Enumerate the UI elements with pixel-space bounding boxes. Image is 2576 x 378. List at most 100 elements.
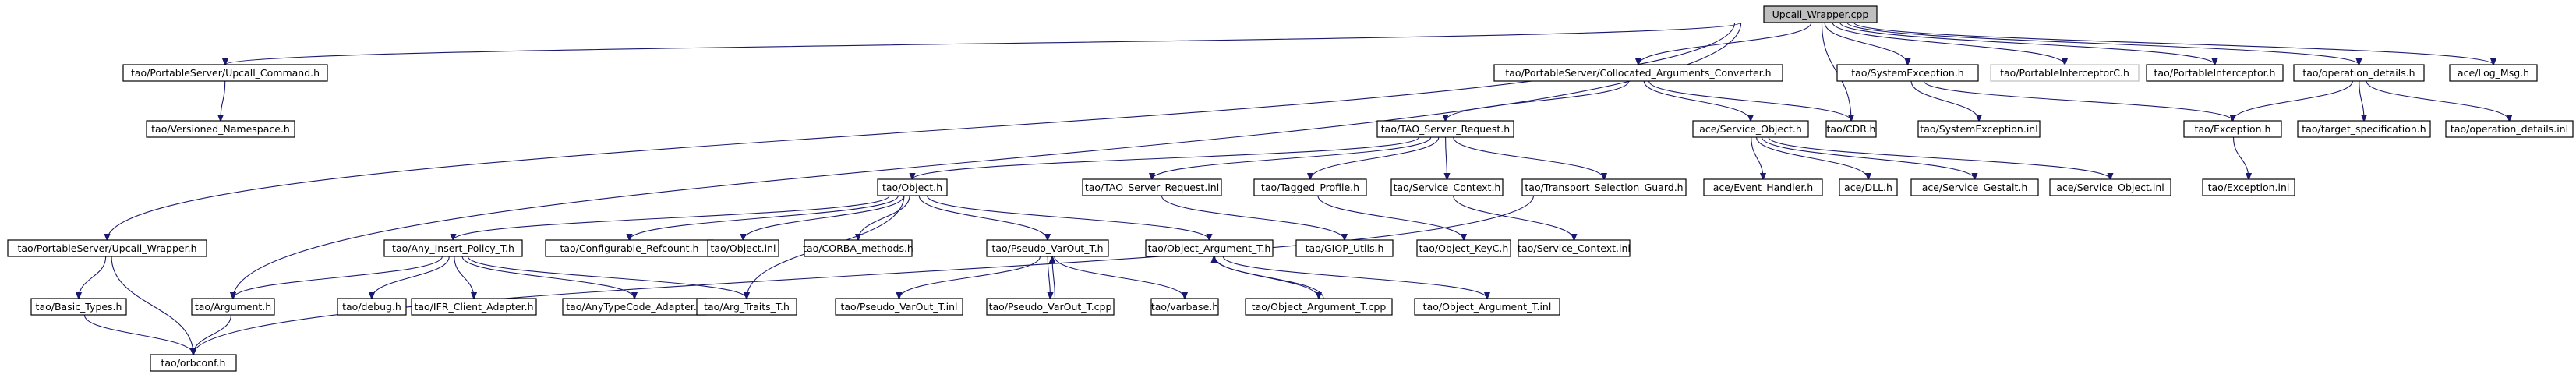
- node-tao-argument-h[interactable]: tao/Argument.h: [191, 298, 275, 316]
- node-tao-arg-traits-t-h[interactable]: tao/Arg_Traits_T.h: [696, 298, 797, 316]
- node-tao-service-context-h[interactable]: tao/Service_Context.h: [1390, 178, 1504, 196]
- node-tao-transport-selection-guard-h[interactable]: tao/Transport_Selection_Guard.h: [1521, 178, 1687, 196]
- node-tao-object-argument-t-cpp[interactable]: tao/Object_Argument_T.cpp: [1245, 298, 1393, 316]
- node-box: [1390, 178, 1504, 196]
- node-tao-portableinterceptorc-h[interactable]: tao/PortableInterceptorC.h: [1990, 64, 2140, 82]
- node-tao-exception-h[interactable]: tao/Exception.h: [2183, 120, 2282, 138]
- edge-tao-object-h-to-tao-pseudo-varout-t-h: [918, 195, 1048, 240]
- edge-tao-tao-server-request-h-to-tao-tao-server-request-inl: [1152, 136, 1432, 179]
- node-box: [2183, 120, 2282, 138]
- node-tao-service-context-inl[interactable]: tao/Service_Context.inl: [1518, 239, 1631, 257]
- node-tao-versioned-namespace-h[interactable]: tao/Versioned_Namespace.h: [146, 120, 295, 138]
- node-ace-dll-h[interactable]: ace/DLL.h: [1839, 178, 1898, 196]
- node-box: [804, 239, 913, 257]
- node-box: [986, 298, 1115, 316]
- node-tao-tao-server-request-inl[interactable]: tao/TAO_Server_Request.inl: [1082, 178, 1222, 196]
- edge-tao-pseudo-varout-t-h-to-tao-pseudo-varout-t-cpp: [1048, 256, 1050, 299]
- node-label: tao/Pseudo_VarOut_T.inl: [841, 301, 958, 313]
- node-label: tao/Configurable_Refcount.h: [560, 242, 699, 254]
- node-label: ace/Service_Gestalt.h: [1922, 182, 2028, 193]
- node-label: tao/Object.h: [882, 182, 942, 193]
- node-label: tao/debug.h: [342, 301, 401, 313]
- node-label: tao/operation_details.h: [2302, 67, 2415, 79]
- node-tao-systemexception-inl[interactable]: tao/SystemException.inl: [1917, 120, 2041, 138]
- node-tao-systemexception-h[interactable]: tao/SystemException.h: [1836, 64, 1979, 82]
- edge-tao-tao-server-request-h-to-tao-service-context-h: [1446, 136, 1447, 179]
- node-box: [2202, 178, 2295, 196]
- node-tao-orbconf-h[interactable]: tao/orbconf.h: [150, 354, 237, 372]
- node-box: [1763, 5, 1878, 23]
- node-tao-object-h[interactable]: tao/Object.h: [877, 178, 948, 196]
- node-tao-pseudo-varout-t-inl[interactable]: tao/Pseudo_VarOut_T.inl: [835, 298, 963, 316]
- node-label: tao/Argument.h: [195, 301, 271, 313]
- node-label: tao/Versioned_Namespace.h: [151, 123, 290, 135]
- node-box: [707, 239, 779, 257]
- edge-tao-transport-selection-guard-h-to-tao-orbconf-h: [193, 195, 1535, 355]
- node-tao-exception-inl[interactable]: tao/Exception.inl: [2202, 178, 2295, 196]
- node-label: ace/Service_Object.h: [1699, 123, 1802, 135]
- node-box: [2146, 64, 2284, 82]
- edge-tao-operation-details-h-to-tao-exception-h: [2233, 80, 2353, 121]
- node-box: [835, 298, 963, 316]
- node-label: Upcall_Wrapper.cpp: [1772, 9, 1869, 20]
- node-tao-portableserver-upcall-wrapper-h[interactable]: tao/PortableServer/Upcall_Wrapper.h: [7, 239, 207, 257]
- node-ace-service-object-inl[interactable]: ace/Service_Object.inl: [2049, 178, 2171, 196]
- node-upcall-wrapper-cpp[interactable]: Upcall_Wrapper.cpp: [1763, 5, 1878, 23]
- node-box: [1416, 239, 1511, 257]
- node-tao-portableserver-collocated-arguments-converter-h[interactable]: tao/PortableServer/Collocated_Arguments_…: [1493, 64, 1783, 82]
- node-ace-service-gestalt-h[interactable]: ace/Service_Gestalt.h: [1910, 178, 2039, 196]
- node-label: tao/PortableInterceptorC.h: [2000, 67, 2129, 79]
- node-tao-operation-details-inl[interactable]: tao/operation_details.inl: [2445, 120, 2574, 138]
- node-tao-basic-types-h[interactable]: tao/Basic_Types.h: [30, 298, 127, 316]
- node-label: tao/operation_details.inl: [2451, 123, 2568, 135]
- node-box: [2297, 120, 2431, 138]
- node-box: [30, 298, 127, 316]
- edge-upcall-wrapper-cpp-to-tao-portableinterceptorc-h: [1832, 22, 2065, 65]
- node-box: [411, 298, 537, 316]
- node-tao-pseudo-varout-t-cpp[interactable]: tao/Pseudo_VarOut_T.cpp: [986, 298, 1115, 316]
- node-box: [150, 354, 237, 372]
- node-tao-operation-details-h[interactable]: tao/operation_details.h: [2293, 64, 2425, 82]
- edge-upcall-wrapper-cpp-to-tao-portableserver-upcall-command-h: [225, 22, 1741, 65]
- node-tao-any-insert-policy-t-h[interactable]: tao/Any_Insert_Policy_T.h: [383, 239, 523, 257]
- node-tao-tagged-profile-h[interactable]: tao/Tagged_Profile.h: [1253, 178, 1367, 196]
- node-tao-object-argument-t-h[interactable]: tao/Object_Argument_T.h: [1145, 239, 1274, 257]
- node-ace-event-handler-h[interactable]: ace/Event_Handler.h: [1703, 178, 1823, 196]
- node-tao-pseudo-varout-t-h[interactable]: tao/Pseudo_VarOut_T.h: [986, 239, 1109, 257]
- node-tao-configurable-refcount-h[interactable]: tao/Configurable_Refcount.h: [545, 239, 714, 257]
- node-label: tao/PortableServer/Upcall_Command.h: [131, 67, 320, 79]
- node-box: [1521, 178, 1687, 196]
- node-box: [2293, 64, 2425, 82]
- edge-tao-pseudo-varout-t-h-to-tao-pseudo-varout-t-inl: [899, 256, 1041, 299]
- node-label: tao/Exception.h: [2195, 123, 2271, 135]
- node-tao-portableinterceptor-h[interactable]: tao/PortableInterceptor.h: [2146, 64, 2284, 82]
- node-box: [1376, 120, 1514, 138]
- node-tao-object-inl[interactable]: tao/Object.inl: [707, 239, 779, 257]
- node-label: tao/SystemException.h: [1851, 67, 1963, 79]
- node-box: [1917, 120, 2041, 138]
- edge-ace-service-object-h-to-ace-service-gestalt-h: [1761, 136, 1974, 179]
- node-label: tao/Pseudo_VarOut_T.h: [991, 242, 1103, 254]
- node-tao-object-keyc-h[interactable]: tao/Object_KeyC.h: [1416, 239, 1511, 257]
- edge-tao-tagged-profile-h-to-tao-object-keyc-h: [1317, 195, 1464, 240]
- node-ace-service-object-h[interactable]: ace/Service_Object.h: [1692, 120, 1809, 138]
- node-tao-object-argument-t-inl[interactable]: tao/Object_Argument_T.inl: [1414, 298, 1560, 316]
- node-ace-log-msg-h[interactable]: ace/Log_Msg.h: [2449, 64, 2538, 82]
- node-tao-giop-utils-h[interactable]: tao/GIOP_Utils.h: [1295, 239, 1394, 257]
- edge-tao-object-argument-t-cpp-to-tao-object-argument-t-h: [1214, 256, 1324, 299]
- node-box: [1518, 239, 1631, 257]
- node-tao-portableserver-upcall-command-h[interactable]: tao/PortableServer/Upcall_Command.h: [122, 64, 328, 82]
- edge-upcall-wrapper-cpp-to-tao-cdr-h: [1821, 22, 1851, 121]
- node-tao-varbase-h[interactable]: tao/varbase.h: [1150, 298, 1219, 316]
- node-tao-corba-methods-h[interactable]: tao/CORBA_methods.h: [803, 239, 913, 257]
- node-tao-debug-h[interactable]: tao/debug.h: [337, 298, 407, 316]
- node-box: [383, 239, 523, 257]
- node-label: tao/IFR_Client_Adapter.h: [414, 301, 533, 313]
- node-tao-target-specification-h[interactable]: tao/target_specification.h: [2297, 120, 2431, 138]
- node-tao-ifr-client-adapter-h[interactable]: tao/IFR_Client_Adapter.h: [411, 298, 537, 316]
- node-tao-cdr-h[interactable]: tao/CDR.h: [1825, 120, 1877, 138]
- node-label: tao/PortableServer/Collocated_Arguments_…: [1505, 67, 1771, 79]
- node-tao-tao-server-request-h[interactable]: tao/TAO_Server_Request.h: [1376, 120, 1514, 138]
- edge-tao-object-h-to-tao-configurable-refcount-h: [630, 195, 899, 240]
- node-tao-anytypecode-adapter-h[interactable]: tao/AnyTypeCode_Adapter.h: [562, 298, 707, 316]
